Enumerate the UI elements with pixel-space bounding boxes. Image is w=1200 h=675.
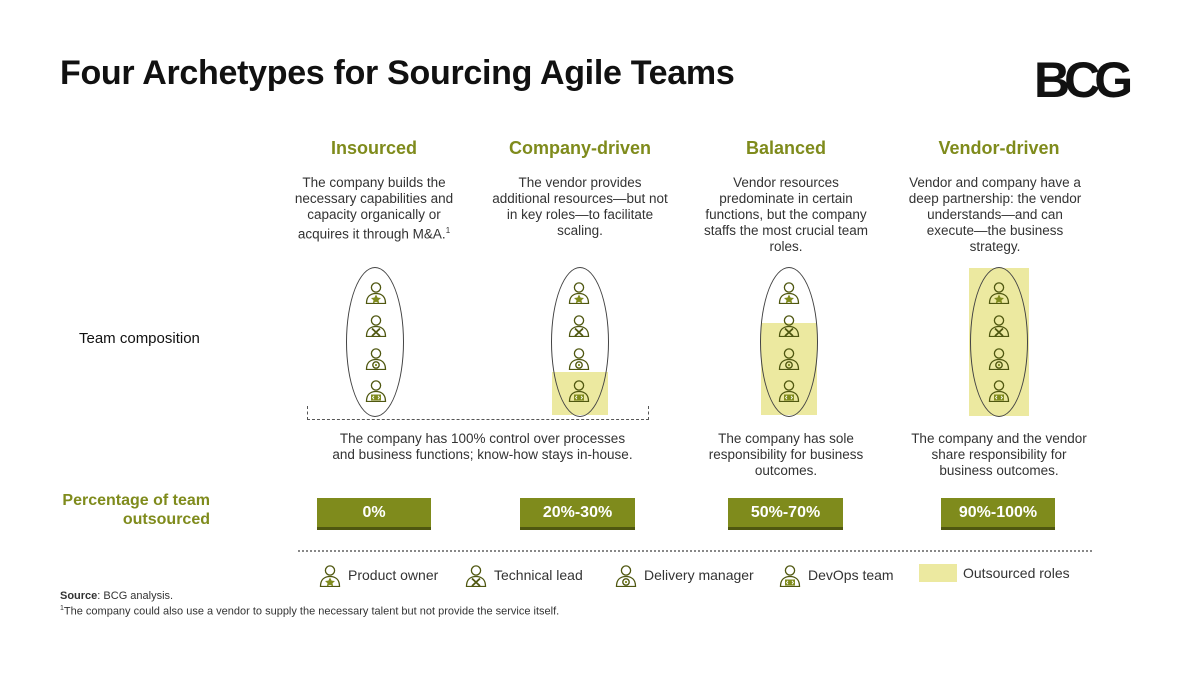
legend-delivery-manager: Delivery manager [614,562,754,588]
source-note: Source: BCG analysis. [60,590,174,602]
percentage-insourced: 0% [317,498,431,530]
technical-lead-icon [987,313,1011,337]
technical-lead-icon [567,313,591,337]
devops-team-icon [777,378,801,402]
legend-divider [298,550,1092,552]
product-owner-icon [318,563,342,587]
shared-bracket [307,406,649,420]
column-description-balanced: Vendor resources predominate in certain … [703,175,869,254]
footnote: 1The company could also use a vendor to … [60,605,560,618]
product-owner-icon [987,280,1011,304]
percentage-balanced: 50%-70% [728,498,843,530]
column-description-vendor-driven: Vendor and company have a deep partnersh… [908,175,1082,254]
delivery-manager-icon [987,346,1011,370]
legend-technical-lead: Technical lead [464,562,583,588]
team-composition-label: Team composition [79,330,200,347]
delivery-manager-icon [364,346,388,370]
devops-team-icon [364,378,388,402]
percentage-company-driven: 20%-30% [520,498,635,530]
note-company-control: The company has 100% control over proces… [332,431,633,462]
outsourced-swatch [919,564,957,582]
legend-devops-team: DevOps team [778,562,894,588]
legend-product-owner: Product owner [318,562,438,588]
product-owner-icon [567,280,591,304]
bcg-logo: BCG [1034,52,1133,108]
note-shared-responsibility: The company and the vendor share respons… [911,431,1087,478]
technical-lead-icon [364,313,388,337]
devops-team-icon [987,378,1011,402]
technical-lead-icon [464,563,488,587]
column-heading-balanced: Balanced [745,138,827,158]
page-title: Four Archetypes for Sourcing Agile Teams [60,54,735,92]
percentage-vendor-driven: 90%-100% [941,498,1055,530]
devops-team-icon [778,563,802,587]
technical-lead-icon [777,313,801,337]
devops-team-icon [567,378,591,402]
column-heading-vendor-driven: Vendor-driven [938,138,1060,158]
product-owner-icon [777,280,801,304]
percentage-label: Percentage of team outsourced [62,492,210,528]
delivery-manager-icon [777,346,801,370]
column-description-company-driven: The vendor provides additional resources… [492,175,668,238]
delivery-manager-icon [567,346,591,370]
product-owner-icon [364,280,388,304]
legend-outsourced-roles: Outsourced roles [963,565,1070,581]
column-heading-insourced: Insourced [330,138,418,158]
column-description-insourced: The company builds the necessary capabil… [294,175,454,242]
column-heading-company-driven: Company-driven [508,138,652,158]
note-sole-responsibility: The company has sole responsibility for … [708,431,864,478]
delivery-manager-icon [614,563,638,587]
